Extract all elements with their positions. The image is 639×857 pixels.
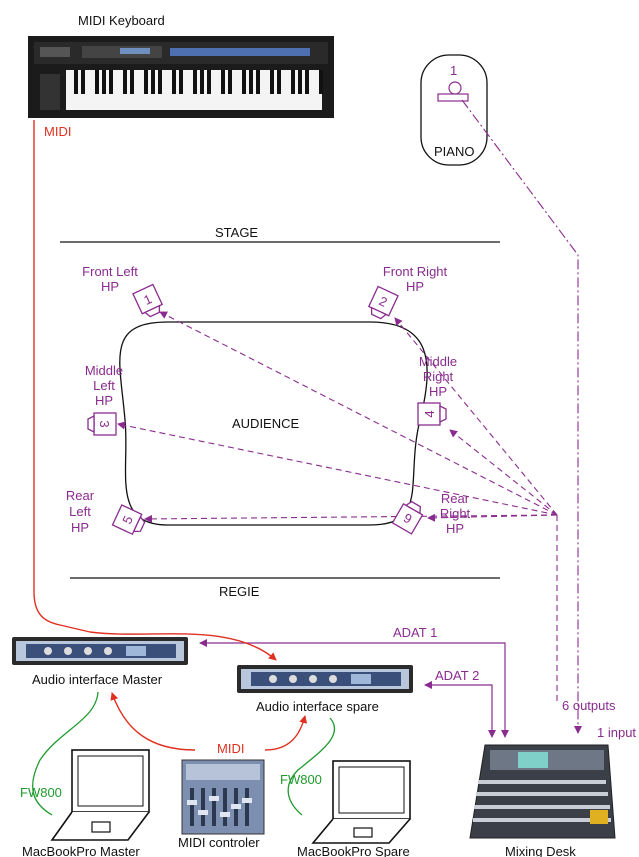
speaker-6: 6	[391, 500, 424, 535]
macbook-master-label: MacBookPro Master	[22, 844, 140, 857]
speaker-label-line: Rear	[441, 491, 470, 506]
speaker-label-line: HP	[406, 279, 424, 294]
speaker-4: 4	[417, 402, 447, 426]
piano-label: PIANO	[434, 144, 474, 159]
macbook-master-icon	[50, 749, 150, 841]
speaker-feeds	[117, 311, 558, 705]
speaker-label-line: Front Left	[82, 264, 138, 279]
midi-controller-to-master	[110, 692, 196, 751]
piano-mic-number: 1	[450, 63, 457, 78]
audio-interface-master	[12, 637, 188, 665]
speaker-label-line: Right	[423, 369, 454, 384]
speaker-label-line: Right	[440, 506, 471, 521]
speaker-5: 5	[111, 504, 146, 536]
stage-label: STAGE	[215, 225, 258, 240]
speaker-number: 4	[422, 410, 437, 417]
adat1-label: ADAT 1	[393, 625, 437, 640]
adat2-label: ADAT 2	[435, 668, 479, 683]
firewire-spare-label: FW800	[280, 772, 322, 787]
mixing-desk-icon	[469, 744, 616, 839]
speaker-label-line: HP	[101, 279, 119, 294]
firewire-master	[32, 691, 99, 816]
audio-interface-spare	[237, 665, 413, 693]
speaker-label-line: HP	[95, 393, 113, 408]
midi-cable-label: MIDI	[44, 124, 71, 139]
firewire-spare	[287, 717, 336, 816]
speaker-label-line: Middle	[85, 363, 123, 378]
audio-interface-spare-label: Audio interface spare	[256, 699, 379, 714]
speaker-label-line: HP	[429, 384, 447, 399]
six-outputs-label: 6 outputs	[562, 698, 616, 713]
adat2-line	[424, 681, 496, 738]
midi-to-spare	[89, 631, 277, 661]
speaker-label-line: Rear	[66, 488, 95, 503]
macbook-spare-label: MacBookPro Spare	[297, 844, 410, 857]
midi-cable-keyboard	[33, 120, 91, 633]
speaker-2: 2	[367, 285, 399, 320]
adat1-line	[199, 639, 509, 738]
audience-area	[119, 321, 428, 526]
speaker-label-line: HP	[71, 520, 89, 535]
piano-feed	[461, 99, 582, 734]
firewire-master-label: FW800	[20, 785, 62, 800]
piano: 1 PIANO	[420, 54, 488, 166]
midi-controller-to-spare	[264, 715, 308, 751]
midi-controller-icon	[181, 759, 265, 835]
audience-label: AUDIENCE	[232, 416, 300, 431]
speaker-number: 3	[97, 420, 112, 427]
macbook-spare-icon	[311, 760, 411, 844]
one-input-label: 1 input	[597, 725, 636, 740]
speaker-label-line: HP	[446, 521, 464, 536]
speaker-label-line: Middle	[419, 354, 457, 369]
audio-interface-master-label: Audio interface Master	[32, 672, 163, 687]
midi-controller-cable-label: MIDI	[217, 741, 244, 756]
speaker-label-line: Front Right	[383, 264, 448, 279]
midi-controller-label: MIDI controler	[178, 835, 260, 850]
speaker-3: 3	[87, 412, 117, 436]
speaker-label-line: Left	[69, 504, 91, 519]
midi-keyboard-image	[28, 36, 334, 118]
midi-keyboard-label: MIDI Keyboard	[78, 13, 165, 28]
speaker-label-line: Left	[93, 378, 115, 393]
speaker-1: 1	[132, 283, 164, 318]
mixing-desk-label: Mixing Desk	[505, 844, 576, 857]
regie-label: REGIE	[219, 584, 260, 599]
